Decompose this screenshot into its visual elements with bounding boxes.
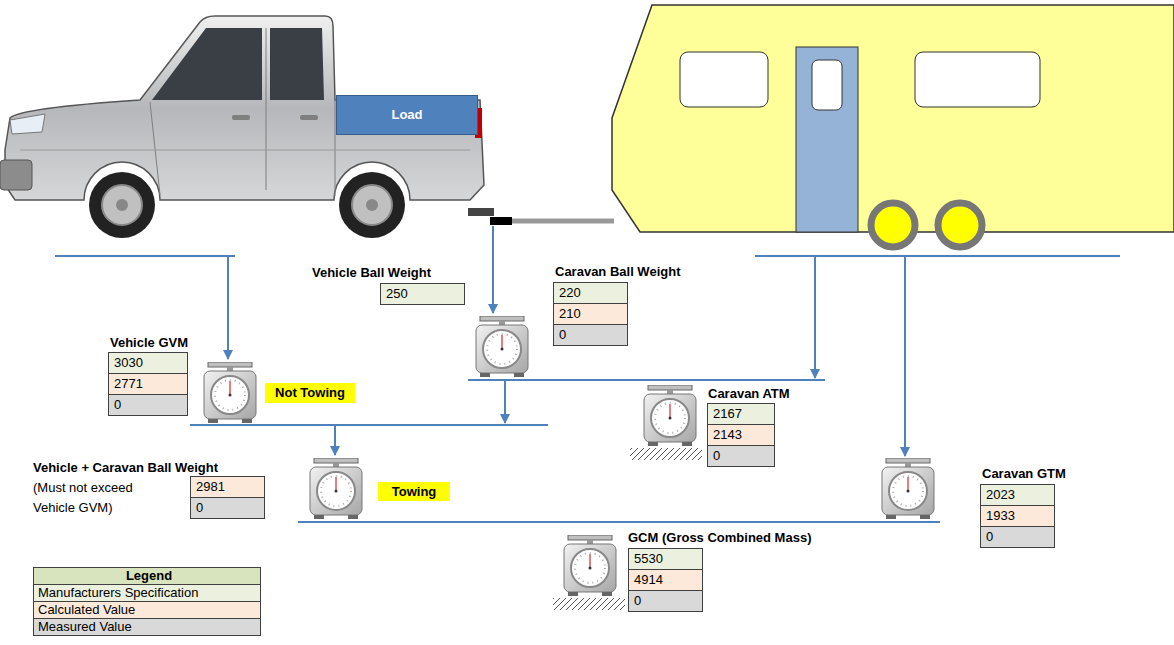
mode-box: Not Towing <box>265 383 355 403</box>
value-group: Vehicle Ball Weight 250 <box>312 265 465 305</box>
value-group: GCM (Gross Combined Mass) 553049140 <box>628 530 812 612</box>
tow-bar <box>468 208 494 216</box>
drawbar <box>510 219 614 224</box>
illustration-part <box>232 115 250 120</box>
mode-label: Towing <box>378 482 450 501</box>
legend-text: Calculated Value <box>38 602 135 617</box>
ground-hatch <box>553 598 625 610</box>
illustration-part <box>814 256 816 378</box>
illustration-part <box>116 199 128 211</box>
illustration-part <box>812 60 842 110</box>
value-group: Caravan GTM 202319330 <box>980 466 1066 548</box>
calculated-value: 2143 <box>707 424 775 446</box>
hitch <box>490 217 512 225</box>
legend-swatch: Manufacturers Specification <box>33 584 261 602</box>
value-heading: Vehicle Ball Weight <box>312 265 431 281</box>
illustration-part <box>334 426 336 455</box>
measured-value: 0 <box>108 394 188 416</box>
illustration-part <box>612 5 1174 232</box>
illustration-part <box>227 256 229 359</box>
illustration-part <box>150 102 160 195</box>
illustration-part <box>190 424 548 426</box>
legend-heading: Legend <box>33 567 261 585</box>
spec-value: 2167 <box>707 403 775 425</box>
value-group: Vehicle GVM303027710 <box>108 335 189 416</box>
illustration-part <box>352 185 392 225</box>
load-path-lines <box>55 226 1120 522</box>
weighing-scale <box>564 535 616 596</box>
caravan-drawing <box>612 5 1174 247</box>
calculated-value: 2771 <box>108 373 188 395</box>
calculated-value: 1933 <box>980 505 1055 527</box>
value-group: Caravan ATM216721430 <box>707 386 790 467</box>
spec-value: 5530 <box>628 548 703 570</box>
illustration-part <box>5 16 484 200</box>
spec-value: 2023 <box>980 484 1055 506</box>
illustration-part <box>89 172 155 238</box>
weighing-scale <box>882 458 934 519</box>
value-heading: Vehicle GVM <box>110 335 188 351</box>
illustration-part <box>796 47 858 232</box>
measured-value: 0 <box>980 526 1055 548</box>
illustration-part <box>755 255 1120 257</box>
illustration-part <box>55 255 235 257</box>
illustration-part <box>266 28 267 190</box>
note-text: (Must not exceed Vehicle GVM) <box>33 478 153 518</box>
measured-value: 0 <box>553 324 628 346</box>
value-heading: GCM (Gross Combined Mass) <box>628 530 811 546</box>
legend-text: Manufacturers Specification <box>38 585 198 600</box>
illustration-part <box>468 379 825 381</box>
illustration-part <box>20 150 470 151</box>
weighing-scale <box>310 458 362 519</box>
legend-table: LegendManufacturers SpecificationCalcula… <box>33 568 261 636</box>
spec-value: 220 <box>553 282 628 304</box>
calculated-value: 4914 <box>628 569 703 591</box>
measured-value: 0 <box>628 590 703 612</box>
illustration-part <box>492 226 494 313</box>
calculated-value: 210 <box>553 303 628 325</box>
calculated-value: 2981 <box>190 476 265 498</box>
legend-swatch: Measured Value <box>33 618 261 636</box>
measured-value: 0 <box>190 497 265 519</box>
measured-value: 0 <box>707 445 775 467</box>
mode-box: Towing <box>378 482 450 501</box>
pickup-truck <box>0 16 484 238</box>
illustration-part <box>366 199 378 211</box>
load-box: Load <box>336 95 478 135</box>
illustration-part <box>270 28 324 100</box>
value-heading: Caravan Ball Weight <box>555 264 680 280</box>
illustration-part <box>102 185 142 225</box>
value-heading: Vehicle + Caravan Ball Weight <box>33 460 218 476</box>
weighing-scale <box>644 385 696 446</box>
mode-label: Not Towing <box>265 383 355 403</box>
illustration-part <box>915 52 1040 107</box>
legend-swatch: Calculated Value <box>33 601 261 619</box>
illustration-part <box>871 203 915 247</box>
illustration-part <box>300 115 318 120</box>
spec-value: 3030 <box>108 352 188 374</box>
illustration-part <box>680 52 768 107</box>
spec-value: 250 <box>380 283 465 305</box>
ground-hatch <box>630 448 702 460</box>
weighing-scale <box>476 316 528 377</box>
illustration-part <box>938 203 982 247</box>
weighing-scale <box>204 362 256 423</box>
value-group: Caravan Ball Weight 2202100 <box>553 264 681 346</box>
illustration-part <box>298 521 940 523</box>
value-group: Vehicle + Caravan Ball Weight (Must not e… <box>33 460 265 519</box>
illustration-part <box>10 114 45 134</box>
illustration-part <box>504 381 506 423</box>
illustration-part <box>339 172 405 238</box>
load-label: Load <box>336 95 478 135</box>
illustration-part <box>0 160 32 190</box>
illustration-part <box>152 28 262 100</box>
value-heading: Caravan GTM <box>982 466 1066 482</box>
legend-text: Measured Value <box>38 619 132 634</box>
value-heading: Caravan ATM <box>708 386 790 402</box>
illustration-part <box>904 256 906 456</box>
